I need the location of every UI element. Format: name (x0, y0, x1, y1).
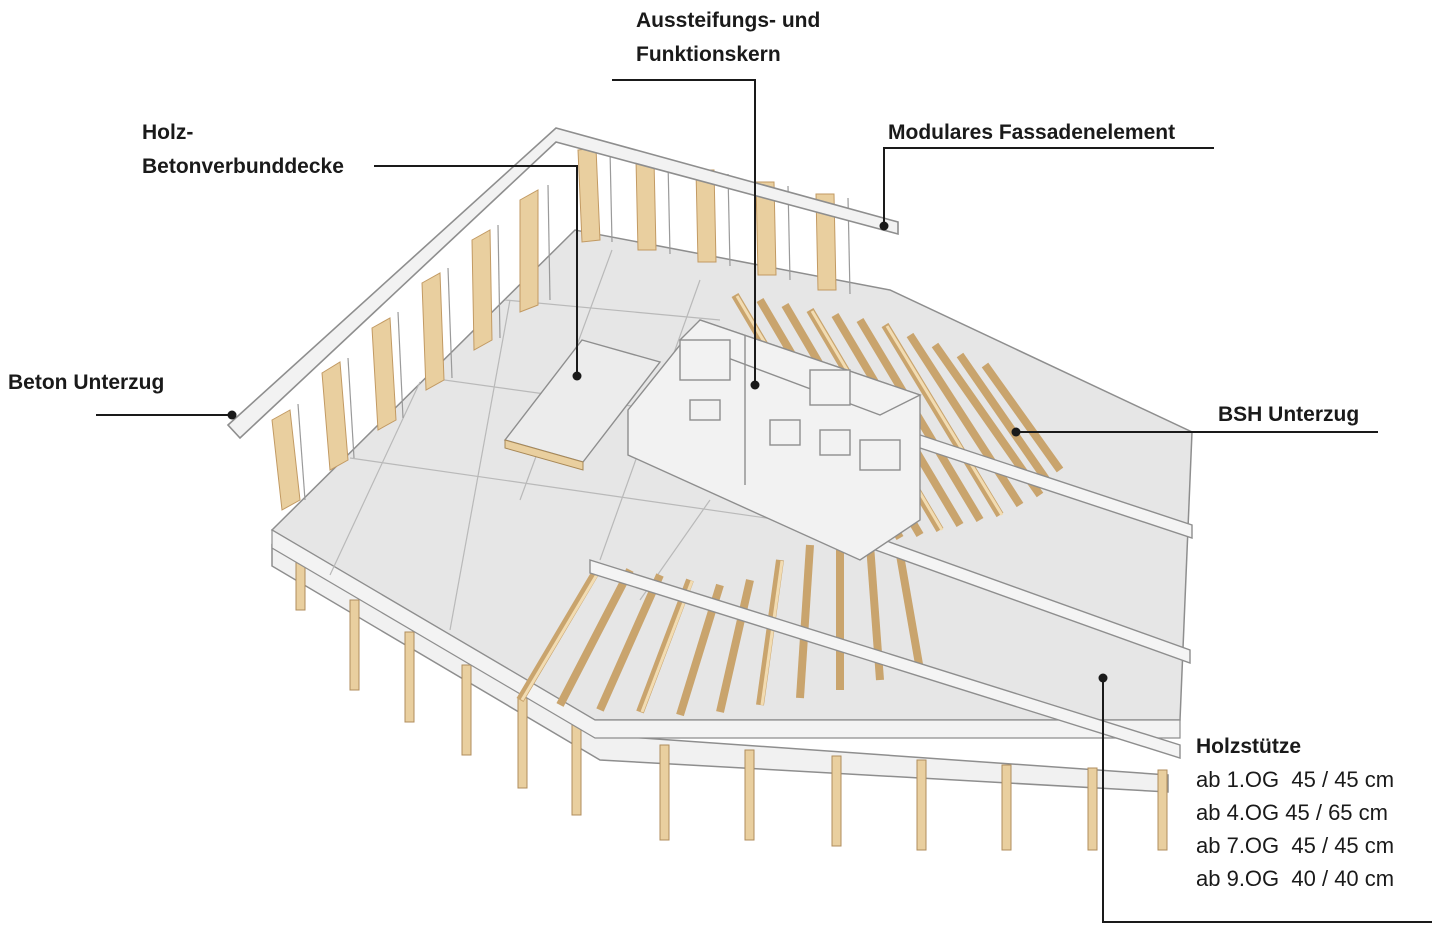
column-spec-row: ab 4.OG 45 / 65 cm (1196, 800, 1388, 825)
facade-rods (297, 149, 851, 501)
slab-front-edge (271, 528, 1181, 739)
lower-storey (271, 543, 1169, 851)
leader-core (612, 79, 756, 385)
facade-left (226, 127, 899, 511)
label-bsh-beam: BSH Unterzug (1218, 403, 1360, 426)
label-facade: Modulares Fassadenelement (888, 121, 1176, 144)
column-spec-row: ab 1.OG 45 / 45 cm (1196, 767, 1395, 792)
bsh-beams (589, 429, 1193, 759)
label-core-line1: Aussteifungs- und (636, 9, 821, 32)
facade-timber-posts (271, 147, 837, 511)
stiffening-core (627, 319, 922, 561)
label-slab-line2: Betonverbunddecke (142, 155, 344, 178)
column-spec-row: ab 9.OG 40 / 40 cm (1196, 866, 1395, 891)
leader-lines (96, 79, 1432, 923)
label-concrete-beam: Beton Unterzug (8, 371, 165, 394)
label-core-line2: Funktionskern (636, 43, 781, 66)
leader-facade (883, 147, 1214, 226)
leader-dots (227, 221, 1108, 683)
leader-column (1102, 678, 1432, 923)
timber-columns-lower (295, 559, 1168, 851)
concrete-perimeter-beam (226, 127, 899, 440)
composite-slab-element (503, 339, 662, 471)
label-slab-line1: Holz- (142, 121, 194, 144)
leader-slab (374, 165, 578, 376)
label-column-title: Holzstütze (1196, 735, 1301, 758)
column-spec-row: ab 7.OG 45 / 45 cm (1196, 833, 1395, 858)
